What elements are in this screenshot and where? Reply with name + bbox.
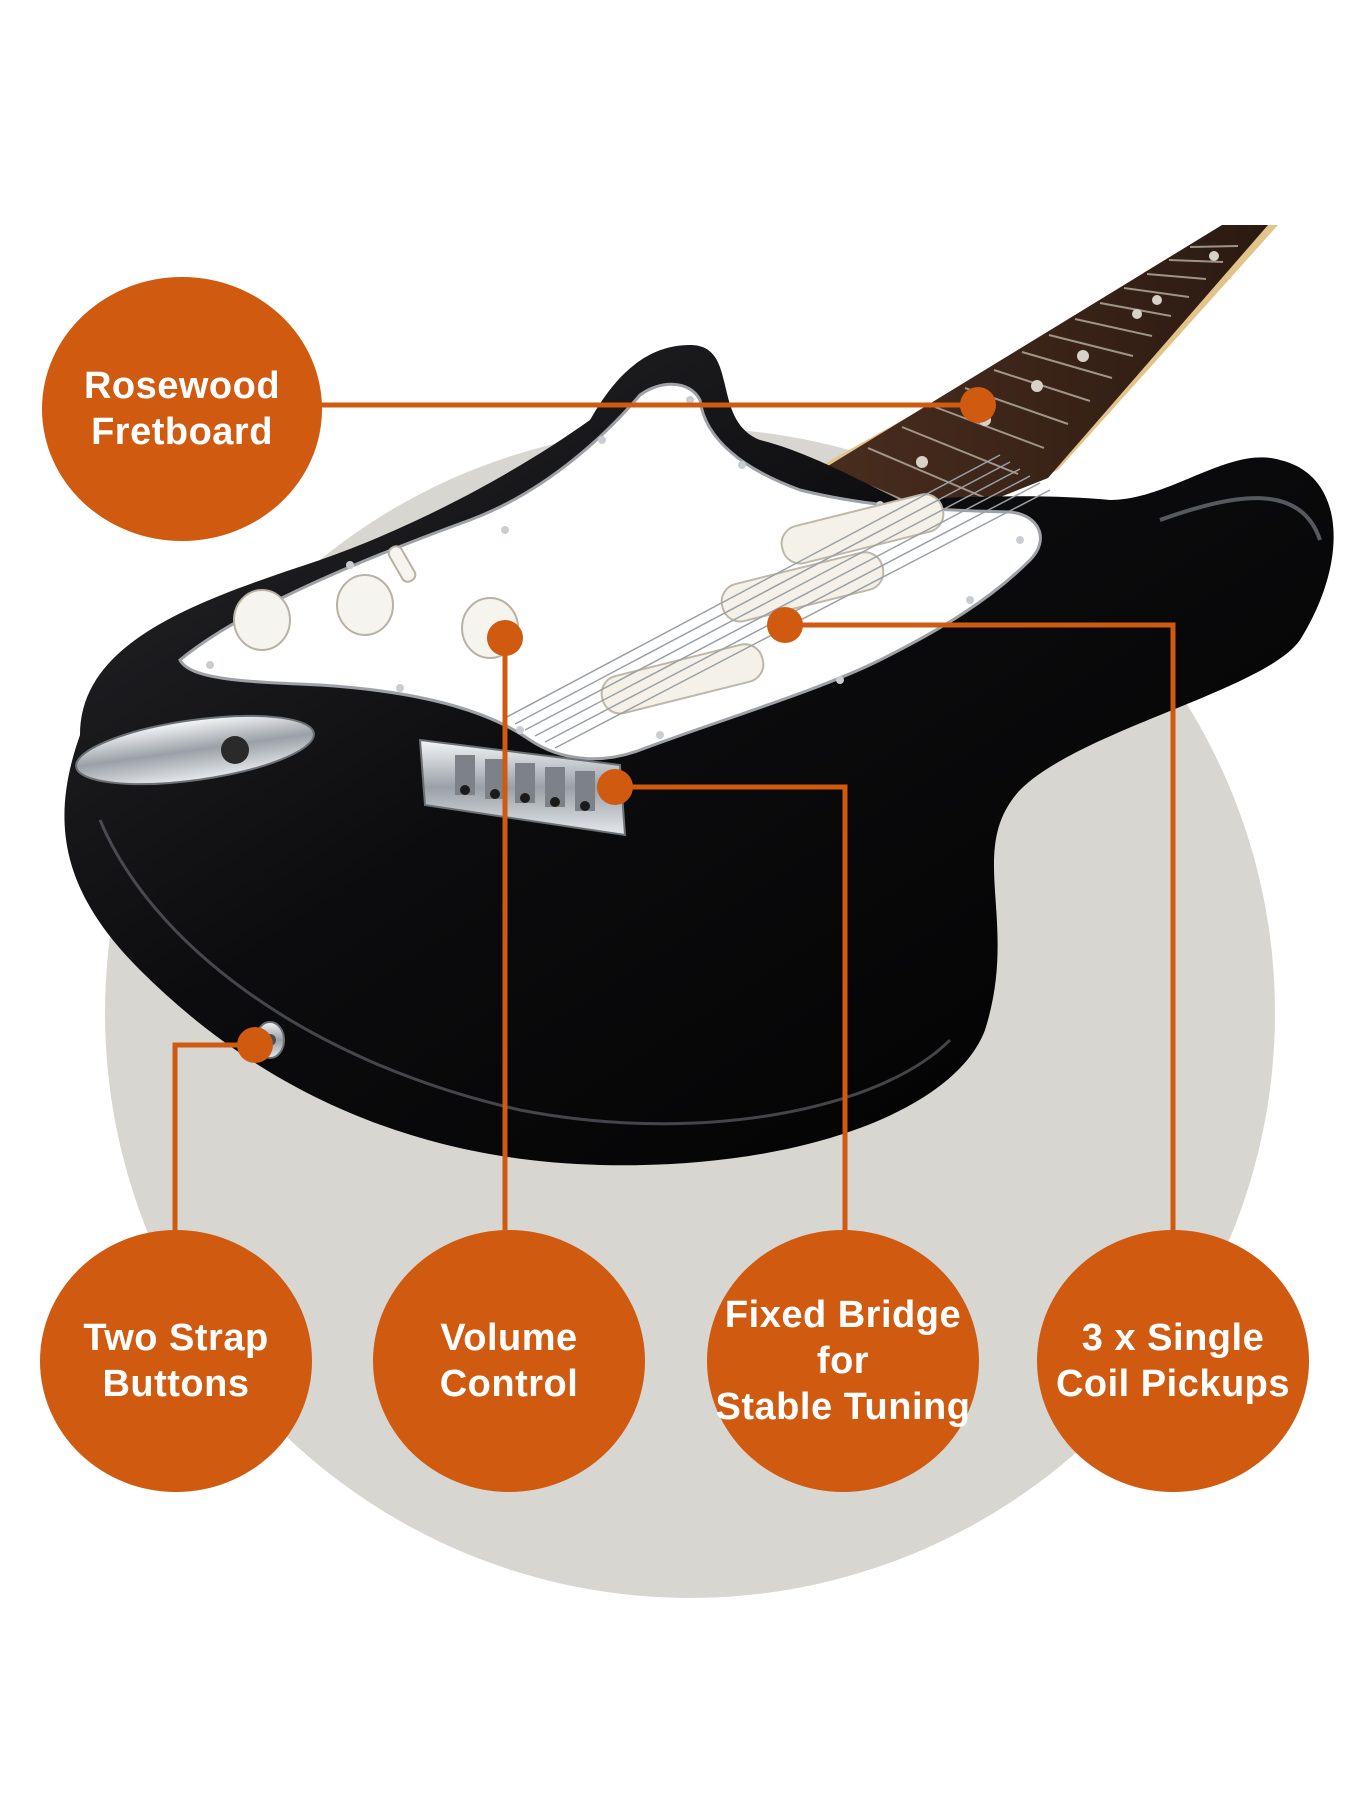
callout-leaders	[172, 402, 1176, 1230]
callout-label: Two Strap Buttons	[83, 1317, 269, 1405]
callout-label: Fixed Bridge for Stable Tuning	[715, 1294, 971, 1428]
output-jack	[75, 714, 315, 786]
callout-label: Volume Control	[439, 1317, 579, 1405]
callout-label: 3 x Single Coil Pickups	[1055, 1317, 1291, 1405]
callout-rosewood-fretboard: Rosewood Fretboard	[42, 277, 322, 541]
callout-fixed-bridge: Fixed Bridge for Stable Tuning	[707, 1230, 979, 1492]
callout-volume-control: Volume Control	[373, 1230, 645, 1492]
guitar-neck	[792, 225, 1278, 540]
fixed-bridge	[418, 738, 627, 837]
callout-markers	[237, 387, 996, 1063]
guitar-strings	[504, 454, 1051, 749]
callout-single-coil-pickups: 3 x Single Coil Pickups	[1037, 1230, 1309, 1492]
callout-label: Rosewood Fretboard	[83, 365, 281, 453]
callout-two-strap-buttons: Two Strap Buttons	[40, 1230, 312, 1492]
